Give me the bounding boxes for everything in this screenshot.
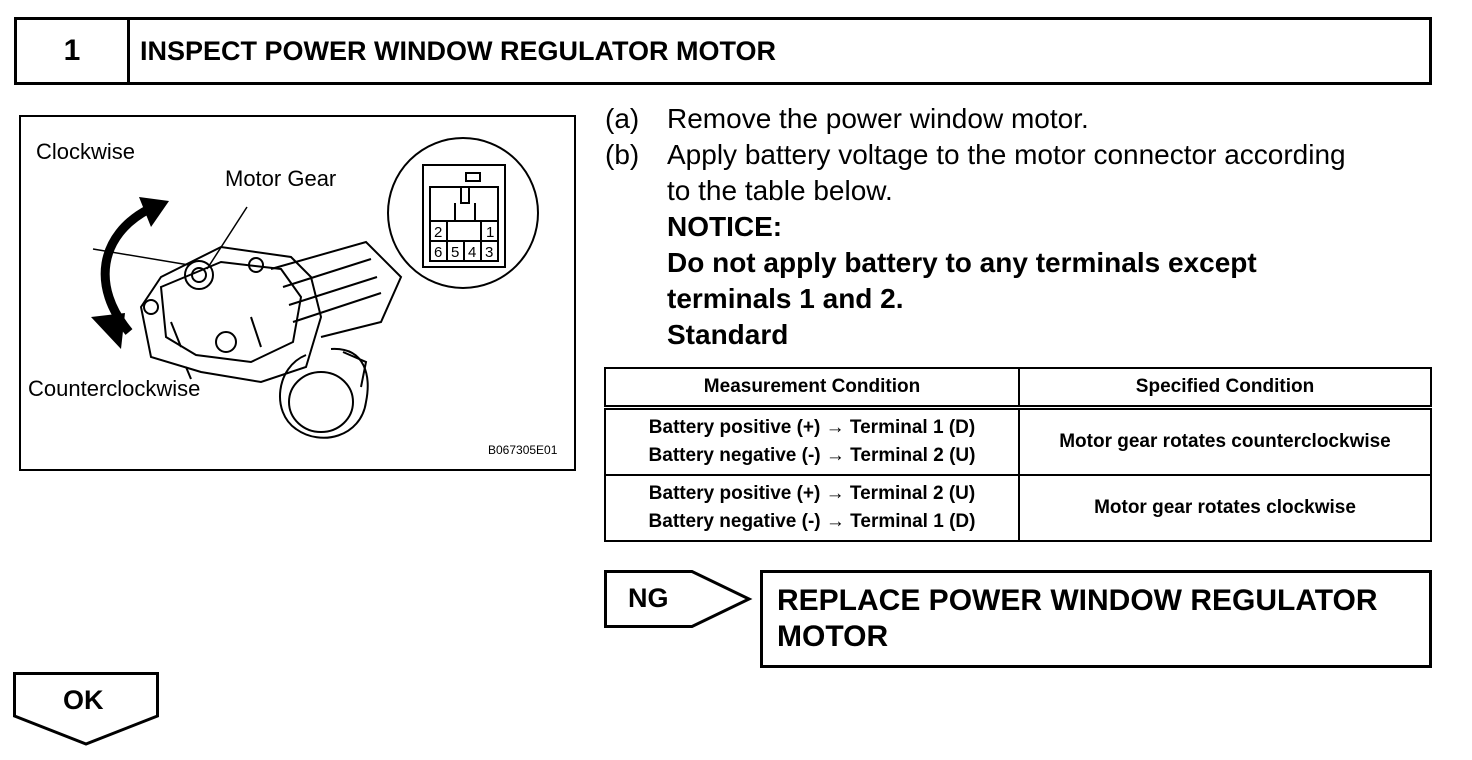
spec-table: Measurement Condition Specified Conditio… bbox=[604, 367, 1432, 542]
instruction-b-text-cont: to the table below. bbox=[667, 175, 893, 206]
ng-action-text-cont: MOTOR bbox=[777, 620, 889, 653]
step-number: 1 bbox=[17, 20, 130, 82]
motor-illustration: 2 1 6 5 4 3 Clockwise Motor Gear Counter… bbox=[19, 115, 576, 471]
table-row: Battery positive (+) → Terminal 1 (D) Ba… bbox=[604, 406, 1432, 476]
instruction-b-text: Apply battery voltage to the motor conne… bbox=[667, 139, 1346, 170]
instruction-a-key: (a) bbox=[605, 103, 640, 134]
motor-drawing: 2 1 6 5 4 3 bbox=[91, 137, 539, 439]
instruction-b: (b) Apply battery voltage to the motor c… bbox=[605, 137, 1445, 173]
figure-code: B067305E01 bbox=[488, 443, 558, 457]
instructions: (a) Remove the power window motor. (b) A… bbox=[605, 101, 1445, 353]
condition-line: Battery negative (-) → Terminal 1 (D) bbox=[648, 511, 976, 532]
step-header: 1 INSPECT POWER WINDOW REGULATOR MOTOR bbox=[14, 17, 1432, 85]
pin-label: 5 bbox=[451, 244, 459, 261]
standard-label: Standard bbox=[667, 319, 789, 350]
header-measurement: Measurement Condition bbox=[604, 367, 1020, 409]
pin-label: 2 bbox=[434, 224, 442, 241]
instruction-b-key: (b) bbox=[605, 139, 640, 170]
ng-action-box: REPLACE POWER WINDOW REGULATOR MOTOR bbox=[760, 570, 1432, 668]
condition-line: Battery negative (-) → Terminal 2 (U) bbox=[648, 445, 976, 466]
pin-label: 6 bbox=[434, 244, 442, 261]
ng-label: NG bbox=[628, 583, 669, 613]
rotation-arrow-head-up bbox=[139, 197, 169, 227]
label-clockwise: Clockwise bbox=[36, 139, 136, 164]
pin-label: 4 bbox=[468, 244, 476, 261]
condition-line: Battery positive (+) → Terminal 1 (D) bbox=[648, 417, 976, 438]
specified-cell: Motor gear rotates clockwise bbox=[1018, 474, 1432, 542]
notice-title: NOTICE: bbox=[667, 211, 783, 242]
ok-label: OK bbox=[63, 685, 104, 715]
header-specified: Specified Condition bbox=[1018, 367, 1432, 409]
condition-line: Battery positive (+) → Terminal 2 (U) bbox=[648, 483, 976, 504]
rotation-arrow-head-down bbox=[91, 313, 125, 349]
ok-arrow-shape bbox=[13, 672, 159, 746]
pin-label: 3 bbox=[485, 244, 493, 261]
specified-cell: Motor gear rotates counterclockwise bbox=[1018, 406, 1432, 476]
connector-face bbox=[422, 164, 506, 268]
table-header-row: Measurement Condition Specified Conditio… bbox=[604, 367, 1432, 409]
ng-arrow-shape bbox=[604, 570, 753, 628]
step-title: INSPECT POWER WINDOW REGULATOR MOTOR bbox=[140, 35, 776, 66]
table-row: Battery positive (+) → Terminal 2 (U) Ba… bbox=[604, 474, 1432, 542]
notice-text-cont: terminals 1 and 2. bbox=[667, 283, 904, 314]
notice-text: Do not apply battery to any terminals ex… bbox=[667, 247, 1257, 278]
label-counterclockwise: Counterclockwise bbox=[28, 376, 201, 401]
motor-body bbox=[139, 240, 403, 439]
ng-action-text: REPLACE POWER WINDOW REGULATOR bbox=[777, 584, 1378, 617]
connector-callout bbox=[387, 137, 539, 289]
instruction-a: (a) Remove the power window motor. bbox=[605, 101, 1445, 137]
leader-clockwise bbox=[92, 248, 190, 266]
label-motor-gear: Motor Gear bbox=[225, 166, 337, 191]
pin-label: 1 bbox=[486, 224, 494, 241]
measurement-cell: Battery positive (+) → Terminal 2 (U) Ba… bbox=[604, 474, 1020, 542]
measurement-cell: Battery positive (+) → Terminal 1 (D) Ba… bbox=[604, 406, 1020, 476]
leader-motor-gear bbox=[206, 206, 248, 270]
instruction-a-text: Remove the power window motor. bbox=[667, 103, 1089, 134]
